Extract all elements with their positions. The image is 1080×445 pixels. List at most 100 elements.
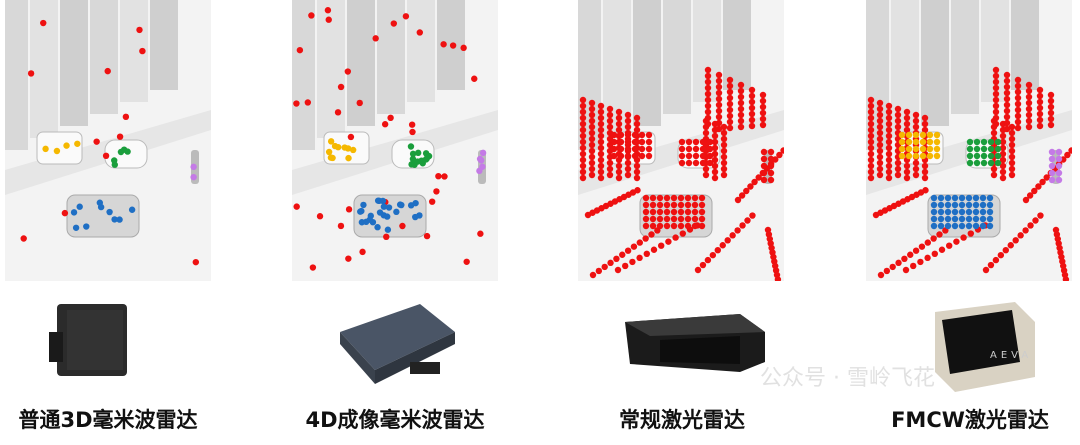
point-cloud-dot	[933, 152, 941, 160]
point-cloud-dot	[642, 235, 649, 242]
point-cloud-dot	[111, 157, 118, 164]
point-cloud-dot	[704, 96, 712, 104]
point-cloud-dot	[606, 105, 614, 113]
point-cloud-dot	[638, 152, 646, 160]
point-cloud-dot	[337, 83, 345, 91]
point-cloud-dot	[714, 247, 721, 254]
point-cloud-dot	[617, 131, 625, 139]
point-cloud-dot	[937, 201, 945, 209]
point-cloud-dot	[1008, 165, 1016, 173]
point-cloud-dot	[720, 147, 728, 155]
point-cloud-dot	[737, 87, 745, 95]
point-cloud-dot	[678, 145, 686, 153]
point-cloud-dot	[691, 194, 699, 202]
point-cloud-dot	[921, 114, 929, 122]
point-cloud-dot	[759, 97, 767, 105]
point-cloud-dot	[999, 168, 1007, 176]
point-cloud-dot	[606, 111, 614, 119]
point-cloud-dot	[930, 201, 938, 209]
point-cloud-dot	[704, 66, 712, 74]
point-cloud-dot	[393, 208, 400, 216]
point-cloud-dot	[1025, 123, 1033, 131]
point-cloud-dot	[588, 147, 596, 155]
point-cloud-dot	[767, 148, 775, 156]
point-cloud-dot	[919, 138, 927, 146]
point-cloud-dot	[656, 222, 664, 230]
point-cloud-dot	[885, 120, 893, 128]
point-cloud-dot	[921, 120, 929, 128]
point-cloud-dot	[622, 262, 629, 270]
point-cloud-dot	[876, 153, 884, 161]
point-cloud-dot	[776, 151, 783, 159]
point-cloud-dot	[588, 111, 596, 119]
point-cloud-dot	[867, 108, 875, 116]
point-cloud-dot	[760, 148, 768, 156]
point-cloud-dot	[42, 145, 49, 153]
point-cloud-dot	[624, 117, 632, 125]
point-cloud-dot	[734, 196, 742, 204]
point-cloud-dot	[428, 198, 436, 205]
point-cloud-dot	[597, 120, 605, 128]
point-cloud-dot	[601, 263, 608, 271]
point-cloud-dot	[656, 201, 664, 209]
point-cloud-dot	[894, 123, 902, 131]
point-cloud-dot	[726, 88, 734, 96]
point-cloud-dot	[972, 201, 980, 209]
building	[1011, 0, 1039, 90]
point-cloud-dot	[704, 102, 712, 110]
point-cloud-dot	[597, 138, 605, 146]
point-cloud-dot	[986, 222, 994, 230]
point-cloud-dot	[903, 108, 911, 116]
point-cloud-dot	[636, 239, 643, 246]
point-cloud-dot	[1037, 212, 1044, 219]
point-cloud-dot	[711, 144, 719, 152]
point-cloud-dot	[325, 16, 332, 23]
point-cloud-dot	[715, 101, 723, 109]
point-cloud-dot	[715, 125, 723, 133]
point-cloud-dot	[374, 224, 381, 231]
point-cloud-dot	[720, 171, 728, 179]
point-cloud-dot	[760, 176, 768, 184]
point-cloud-dot	[617, 138, 625, 146]
point-cloud-dot	[615, 162, 623, 170]
label-fmcw-lidar: FMCW激光雷达	[891, 408, 1049, 432]
point-cloud-dot	[912, 145, 920, 153]
point-cloud-dot	[684, 208, 692, 216]
point-cloud-dot	[477, 230, 484, 237]
point-cloud-dot	[706, 138, 714, 146]
device-fmcw-lidar: AEVA	[935, 302, 1035, 392]
point-cloud-dot	[972, 222, 980, 230]
point-cloud-dot	[912, 117, 920, 125]
point-cloud-dot	[27, 70, 35, 77]
point-cloud-dot	[999, 162, 1007, 170]
point-cloud-dot	[953, 238, 960, 245]
point-cloud-dot	[607, 259, 614, 267]
scene-3d-mmwave-radar	[5, 0, 211, 281]
point-cloud-dot	[709, 251, 717, 259]
point-cloud-dot	[724, 237, 731, 244]
point-cloud-dot	[715, 95, 723, 103]
point-cloud-dot	[606, 117, 614, 125]
point-cloud-dot	[629, 258, 636, 266]
point-cloud-dot	[579, 138, 587, 146]
point-cloud-dot	[387, 114, 394, 122]
point-cloud-dot	[597, 126, 605, 134]
point-cloud-dot	[597, 114, 605, 122]
point-cloud-dot	[992, 102, 1000, 110]
point-cloud-dot	[910, 262, 917, 270]
point-cloud-dot	[972, 208, 980, 216]
point-cloud-dot	[867, 132, 875, 140]
point-cloud-dot	[615, 126, 623, 134]
point-cloud-dot	[1003, 77, 1011, 85]
point-cloud-dot	[656, 215, 664, 223]
point-cloud-dot	[990, 129, 998, 137]
point-cloud-dot	[926, 152, 934, 160]
point-cloud-dot	[670, 201, 678, 209]
point-cloud-dot	[992, 84, 1000, 92]
point-cloud-dot	[931, 250, 938, 257]
point-cloud-dot	[979, 208, 987, 216]
point-cloud-dot	[898, 145, 906, 153]
point-cloud-dot	[642, 208, 650, 216]
point-cloud-dot	[663, 208, 671, 216]
point-cloud-dot	[759, 115, 767, 123]
